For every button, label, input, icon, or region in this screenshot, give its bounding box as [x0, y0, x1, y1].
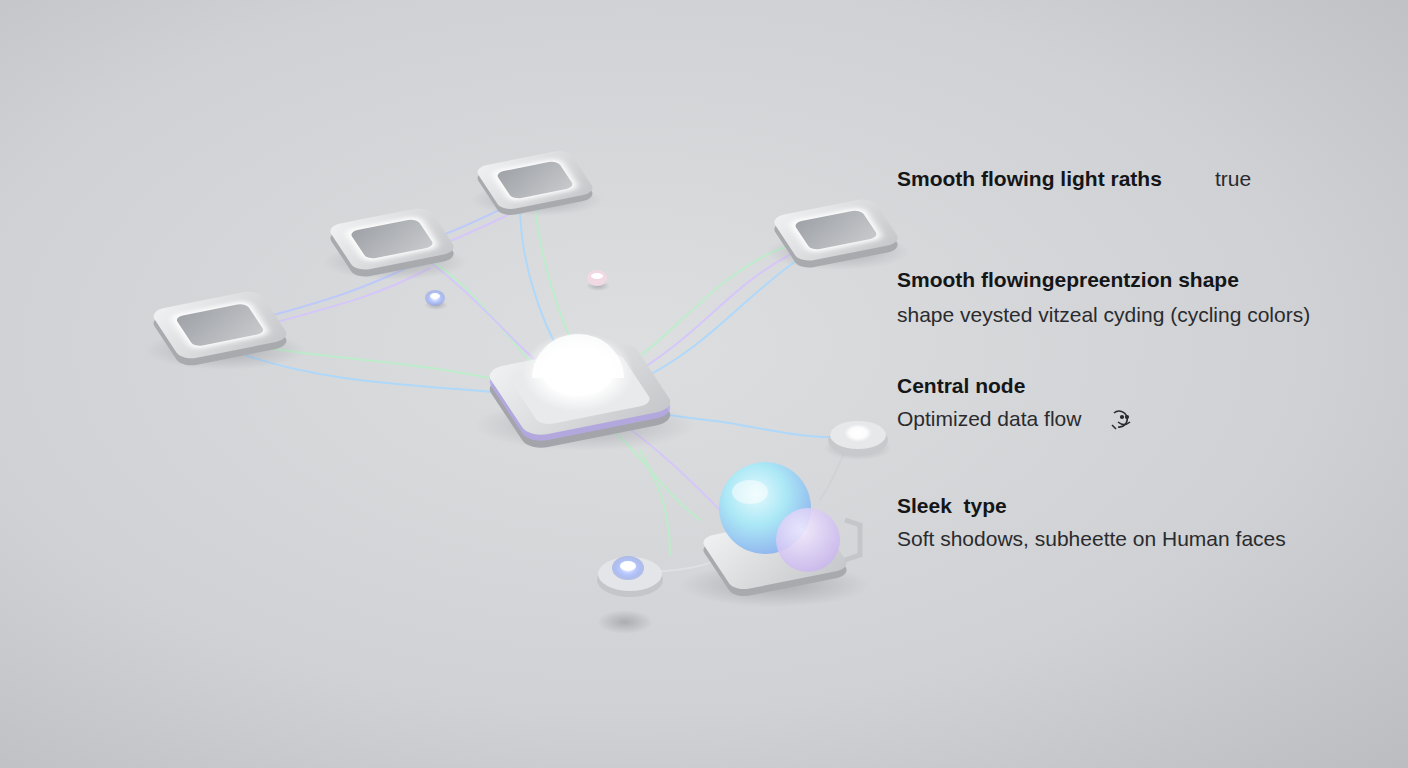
node-pad: [323, 206, 467, 280]
feature-note: true: [1215, 166, 1251, 192]
feature-note: Soft shodows, subheette on Human faces: [897, 526, 1286, 552]
flow-icon: [1112, 411, 1130, 429]
feature-note: shape veysted vitzeal cyding (cycling co…: [897, 302, 1310, 328]
feature-heading: Smooth flowing light raths: [897, 166, 1162, 192]
glow-dot: [586, 270, 610, 291]
feature-heading: Smooth flowingepreentzion shape: [897, 267, 1239, 293]
node-pad: [145, 289, 305, 370]
light-paths: [245, 195, 850, 572]
node-pad: [766, 197, 910, 270]
feature-note: Optimized data flow: [897, 406, 1081, 432]
sphere-node: [680, 462, 870, 607]
node-pad: [471, 149, 603, 217]
feature-heading: Sleek type: [897, 493, 1007, 519]
glow-dot: [424, 290, 448, 310]
glow-disc: [824, 421, 892, 460]
central-node: [475, 332, 695, 451]
glow-disc: [597, 556, 663, 634]
feature-heading: Central node: [897, 373, 1025, 399]
